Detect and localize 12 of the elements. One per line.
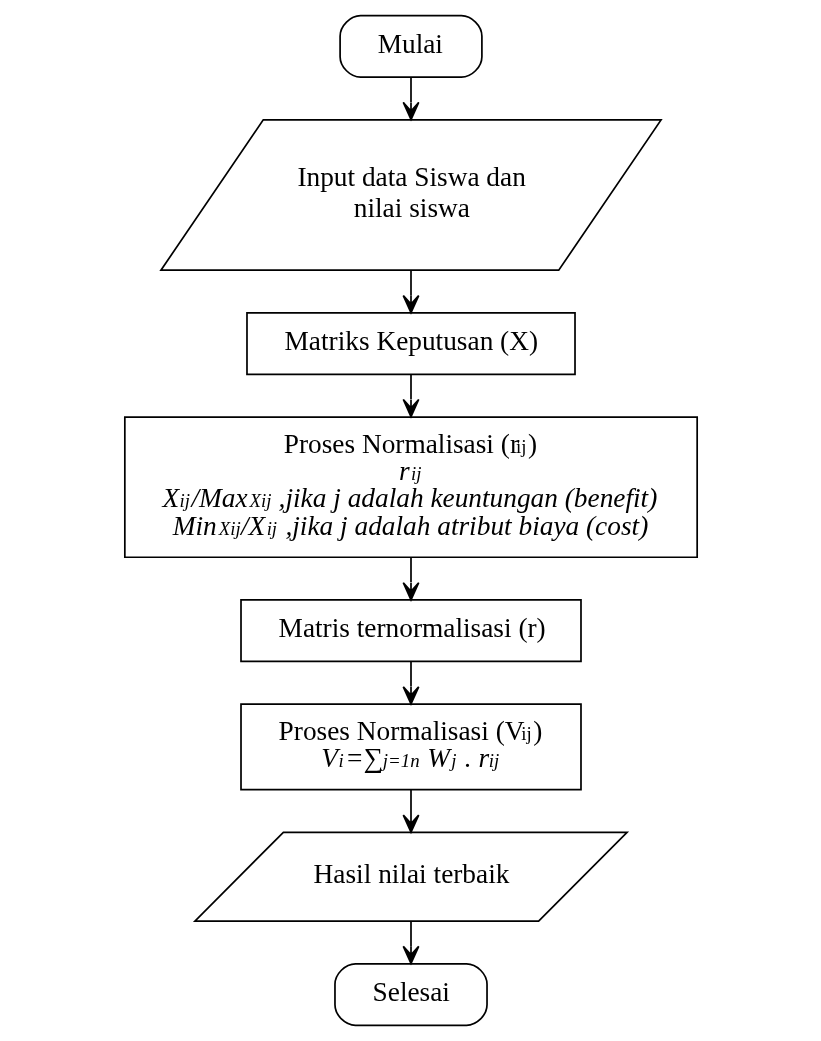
arrow: [401, 374, 420, 418]
arrow: [401, 556, 420, 601]
node-box: Matris ternormalisasi (r): [239, 599, 582, 663]
arrow: [401, 920, 420, 965]
node-box: Matriks Keputusan (X): [245, 312, 576, 376]
node-box: Mulai: [338, 14, 483, 78]
node-box: Selesai: [333, 963, 488, 1027]
node-box: Proses Normalisasi (rij) rij Xij/MaxXij ,jika j adalah keuntungan (benefit) MinXij/Xij ,jika j adalah atribut biaya (cost): [123, 416, 698, 559]
arrow: [401, 270, 420, 314]
arrow: [401, 661, 420, 705]
arrow: [401, 76, 420, 121]
arrow: [401, 789, 420, 834]
